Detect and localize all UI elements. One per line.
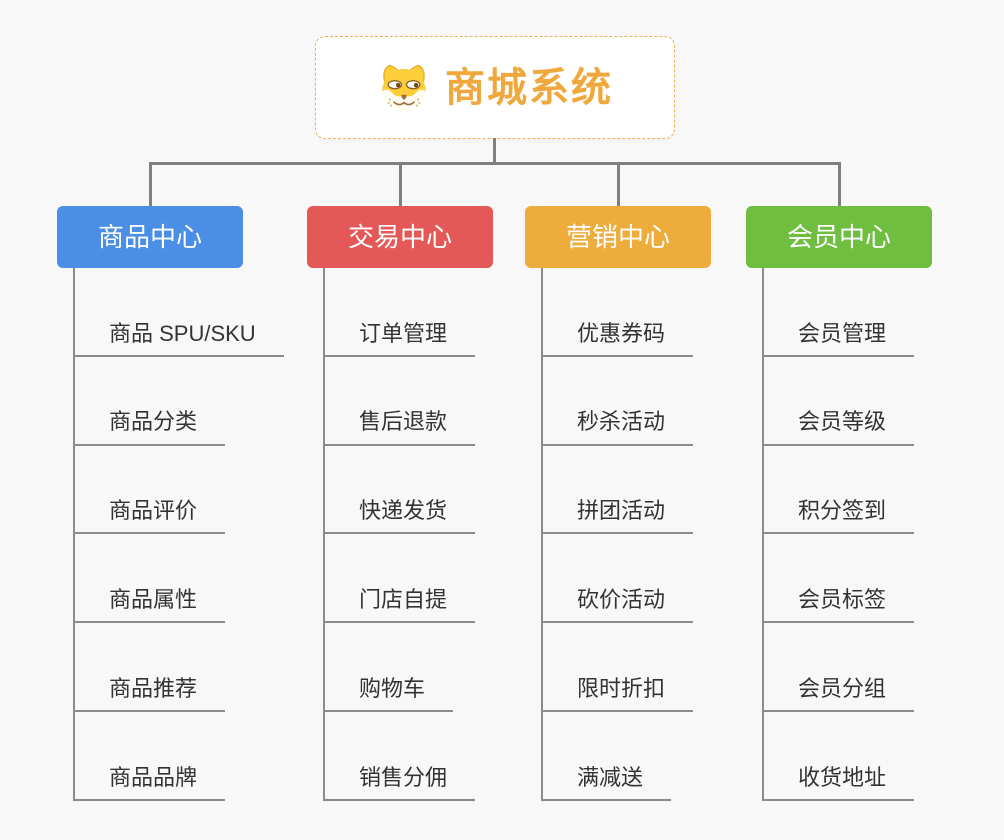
branch-label: 会员中心 [786, 222, 891, 252]
leaf-node[interactable]: 会员管理 [762, 321, 915, 357]
leaf-node[interactable]: 会员分组 [762, 676, 915, 713]
branch-label: 营销中心 [565, 222, 670, 252]
leaf-item: 积分签到 [762, 446, 915, 535]
leaf-node[interactable]: 拼团活动 [541, 498, 694, 535]
leaf-node[interactable]: 商品属性 [73, 587, 226, 624]
branch-node[interactable]: 会员中心 [746, 206, 932, 268]
leaf-item: 售后退款 [323, 357, 476, 446]
leaf-item: 优惠券码 [541, 268, 694, 357]
leaf-node[interactable]: 优惠券码 [541, 321, 694, 357]
leaf-node[interactable]: 收货地址 [762, 765, 915, 801]
doge-icon [377, 63, 431, 113]
root-connector [493, 138, 496, 163]
branch-label: 商品中心 [97, 222, 202, 252]
leaf-node[interactable]: 订单管理 [323, 321, 476, 357]
branch-connector [837, 162, 841, 208]
leaf-node[interactable]: 门店自提 [323, 587, 476, 624]
leaf-node[interactable]: 商品评价 [73, 498, 226, 535]
leaf-item: 订单管理 [323, 268, 476, 357]
branch-node[interactable]: 营销中心 [525, 206, 711, 268]
leaf-node[interactable]: 商品推荐 [73, 676, 226, 713]
leaf-node[interactable]: 售后退款 [323, 409, 476, 446]
leaf-item: 商品推荐 [73, 623, 284, 713]
leaf-stack: 订单管理售后退款快递发货门店自提购物车销售分佣 [323, 268, 476, 801]
root-title: 商城系统 [445, 65, 613, 110]
branch-connector [148, 162, 152, 208]
leaf-stack: 优惠券码秒杀活动拼团活动砍价活动限时折扣满减送 [541, 268, 694, 801]
leaf-item: 会员等级 [762, 357, 915, 446]
branch-node[interactable]: 商品中心 [57, 206, 243, 268]
leaf-item: 会员标签 [762, 534, 915, 624]
leaf-item: 快递发货 [323, 446, 476, 535]
leaf-node[interactable]: 会员标签 [762, 587, 915, 624]
leaf-item: 限时折扣 [541, 623, 694, 713]
leaf-node[interactable]: 满减送 [541, 765, 672, 801]
leaf-stack: 商品 SPU/SKU 商品分类商品评价商品属性商品推荐商品品牌 [73, 268, 284, 801]
leaf-item: 商品品牌 [73, 712, 284, 801]
leaf-item: 商品 SPU/SKU [73, 268, 284, 357]
leaf-node[interactable]: 商品品牌 [73, 765, 226, 801]
leaf-node[interactable]: 销售分佣 [323, 765, 476, 801]
branch-rail [149, 162, 840, 165]
leaf-node[interactable]: 会员等级 [762, 409, 915, 446]
leaf-item: 满减送 [541, 712, 693, 801]
leaf-item: 商品评价 [73, 446, 284, 535]
leaf-item: 秒杀活动 [541, 357, 694, 446]
leaf-item: 商品分类 [73, 357, 284, 446]
leaf-stack: 会员管理会员等级积分签到会员标签会员分组收货地址 [762, 268, 915, 801]
branch-connector [616, 162, 620, 208]
leaf-item: 门店自提 [323, 534, 476, 624]
leaf-node[interactable]: 积分签到 [762, 498, 915, 535]
branch-connector [398, 162, 402, 208]
leaf-node[interactable]: 限时折扣 [541, 676, 694, 713]
leaf-item: 收货地址 [762, 712, 915, 801]
leaf-node[interactable]: 砍价活动 [541, 587, 694, 624]
leaf-item: 销售分佣 [323, 712, 476, 801]
leaf-node[interactable]: 快递发货 [323, 498, 476, 535]
root-node[interactable]: 商城系统 [315, 36, 675, 139]
leaf-item: 砍价活动 [541, 534, 694, 624]
leaf-node[interactable]: 商品分类 [73, 409, 226, 446]
leaf-item: 商品属性 [73, 534, 284, 624]
leaf-item: 拼团活动 [541, 446, 694, 535]
leaf-item: 会员分组 [762, 623, 915, 713]
leaf-node[interactable]: 商品 SPU/SKU [73, 321, 284, 357]
leaf-item: 购物车 [323, 623, 475, 713]
leaf-node[interactable]: 秒杀活动 [541, 409, 694, 446]
leaf-item: 会员管理 [762, 268, 915, 357]
branch-node[interactable]: 交易中心 [307, 206, 493, 268]
leaf-node[interactable]: 购物车 [323, 676, 454, 713]
branch-label: 交易中心 [347, 222, 452, 252]
